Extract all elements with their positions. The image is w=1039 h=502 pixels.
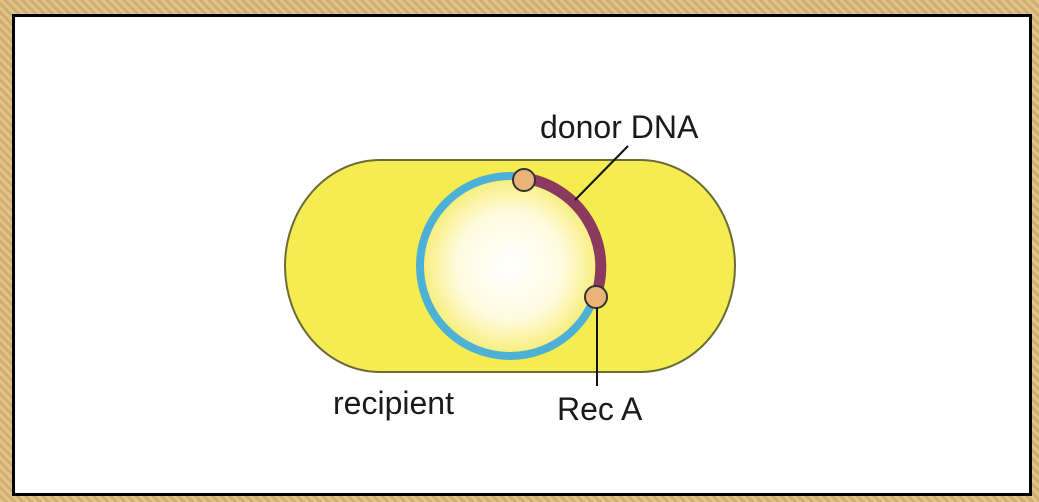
rec-a-protein-top bbox=[513, 169, 535, 191]
rec-a-label: Rec A bbox=[557, 391, 643, 427]
recipient-label: recipient bbox=[333, 385, 454, 421]
rec-a-protein-bottom bbox=[585, 286, 607, 308]
donor-dna-label: donor DNA bbox=[540, 109, 699, 145]
